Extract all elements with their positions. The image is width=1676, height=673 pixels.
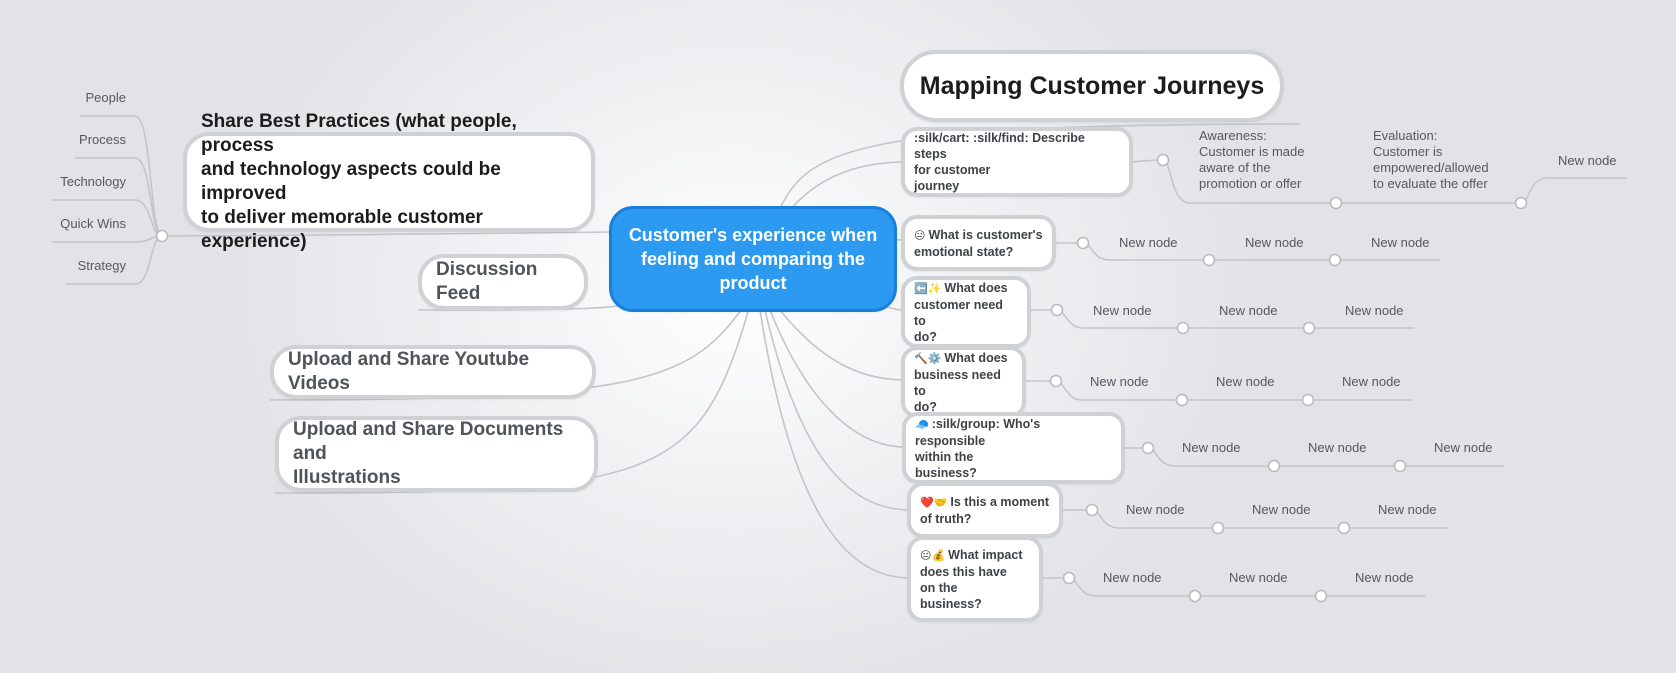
emotional-line-2: emotional state?	[914, 244, 1014, 259]
responsible-line-3: business?	[915, 465, 977, 480]
new-node[interactable]: New node	[1355, 570, 1414, 585]
new-node[interactable]: New node	[1126, 502, 1185, 517]
topic-upload-youtube[interactable]: Upload and Share Youtube Videos	[270, 345, 596, 399]
customer-need-line-2: customer need to	[914, 297, 1003, 328]
evaluation-line-1: Evaluation:	[1373, 128, 1438, 143]
impact-line-1: What impact	[948, 547, 1023, 562]
heart-handshake-icon: ❤️🤝	[920, 496, 948, 509]
step-moment-of-truth[interactable]: ❤️🤝Is this a moment of truth?	[907, 482, 1063, 538]
central-topic-line-3: product	[719, 273, 787, 293]
responsible-line-1: :silk/group: Who's responsible	[915, 416, 1041, 448]
practice-item-process[interactable]: Process	[79, 132, 126, 147]
step-emotional-state[interactable]: 😐What is customer's emotional state?	[901, 215, 1056, 271]
journey-evaluation[interactable]: Evaluation: Customer is empowered/allowe…	[1373, 128, 1489, 192]
cap-icon: 🧢	[915, 418, 929, 431]
practice-item-strategy[interactable]: Strategy	[77, 258, 126, 273]
awareness-line-2: Customer is made	[1199, 144, 1305, 159]
practice-item-people[interactable]: People	[85, 90, 126, 105]
emotional-line-1: What is customer's	[928, 227, 1043, 242]
impact-line-2: does this have	[920, 564, 1007, 579]
describe-line-2: for customer	[914, 163, 991, 177]
new-node[interactable]: New node	[1378, 502, 1437, 517]
impact-line-4: business?	[920, 596, 982, 611]
new-node[interactable]: New node	[1093, 303, 1152, 318]
journey-awareness[interactable]: Awareness: Customer is made aware of the…	[1199, 128, 1304, 192]
face-moneybag-icon: 😐💰	[920, 549, 946, 562]
truth-line-1: Is this a moment	[950, 494, 1050, 509]
new-node[interactable]: New node	[1342, 374, 1401, 389]
customer-need-line-1: What does	[944, 280, 1008, 295]
responsible-line-2: within the	[915, 449, 974, 464]
new-node[interactable]: New node	[1103, 570, 1162, 585]
new-node[interactable]: New node	[1219, 303, 1278, 318]
truth-line-2: of truth?	[920, 511, 972, 526]
describe-line-1: :silk/cart: :silk/find: Describe steps	[914, 131, 1085, 161]
best-practices-line-3: to deliver memorable customer experience…	[201, 207, 483, 252]
arrow-sparkle-icon: ⬅️✨	[914, 282, 942, 295]
central-topic-line-2: feeling and comparing the	[640, 249, 866, 269]
new-node[interactable]: New node	[1371, 235, 1430, 250]
central-topic-line-1: Customer's experience when	[628, 225, 878, 245]
practice-item-technology[interactable]: Technology	[60, 174, 126, 189]
best-practices-line-1: Share Best Practices (what people, proce…	[201, 111, 517, 156]
new-node[interactable]: New node	[1252, 502, 1311, 517]
awareness-line-1: Awareness:	[1199, 128, 1267, 143]
impact-line-3: on the	[920, 580, 958, 595]
topic-upload-documents[interactable]: Upload and Share Documents and Illustrat…	[275, 416, 598, 492]
central-topic[interactable]: Customer's experience when feeling and c…	[609, 206, 897, 312]
business-need-line-1: What does	[944, 350, 1008, 365]
practice-item-quick-wins[interactable]: Quick Wins	[60, 216, 126, 231]
best-practices-line-2: and technology aspects could be improved	[201, 159, 501, 204]
title-text: Mapping Customer Journeys	[919, 71, 1265, 100]
new-node[interactable]: New node	[1434, 440, 1493, 455]
step-describe[interactable]: :silk/cart: :silk/find: Describe steps f…	[901, 127, 1133, 197]
awareness-line-3: aware of the	[1199, 160, 1271, 175]
business-need-line-2: business need to	[914, 367, 1001, 398]
new-node[interactable]: New node	[1182, 440, 1241, 455]
hammer-gear-icon: 🔨⚙️	[914, 352, 942, 365]
new-node[interactable]: New node	[1558, 153, 1617, 168]
awareness-line-4: promotion or offer	[1199, 176, 1302, 191]
new-node[interactable]: New node	[1090, 374, 1149, 389]
upload-youtube-label: Upload and Share Youtube Videos	[288, 349, 530, 394]
topic-discussion-feed[interactable]: Discussion Feed	[418, 254, 588, 310]
topic-share-best-practices[interactable]: Share Best Practices (what people, proce…	[183, 111, 595, 252]
step-responsible[interactable]: 🧢:silk/group: Who's responsible within t…	[902, 412, 1125, 484]
discussion-feed-label: Discussion Feed	[436, 259, 538, 304]
new-node[interactable]: New node	[1345, 303, 1404, 318]
upload-documents-line-1: Upload and Share Documents and	[293, 419, 564, 464]
title-node[interactable]: Mapping Customer Journeys	[900, 50, 1284, 122]
new-node[interactable]: New node	[1308, 440, 1367, 455]
evaluation-line-3: empowered/allowed	[1373, 160, 1489, 175]
evaluation-line-2: Customer is	[1373, 144, 1443, 159]
evaluation-line-4: to evaluate the offer	[1373, 176, 1488, 191]
step-business-impact[interactable]: 😐💰What impact does this have on the busi…	[907, 536, 1043, 622]
new-node[interactable]: New node	[1216, 374, 1275, 389]
new-node[interactable]: New node	[1229, 570, 1288, 585]
upload-documents-line-2: Illustrations	[293, 467, 401, 488]
neutral-face-icon: 😐	[914, 229, 926, 242]
business-need-line-3: do?	[914, 399, 937, 414]
new-node[interactable]: New node	[1245, 235, 1304, 250]
new-node[interactable]: New node	[1119, 235, 1178, 250]
step-customer-need[interactable]: ⬅️✨What does customer need to do?	[901, 276, 1031, 348]
describe-line-3: journey	[914, 179, 960, 193]
step-business-need[interactable]: 🔨⚙️What does business need to do?	[901, 346, 1026, 418]
customer-need-line-3: do?	[914, 329, 937, 344]
